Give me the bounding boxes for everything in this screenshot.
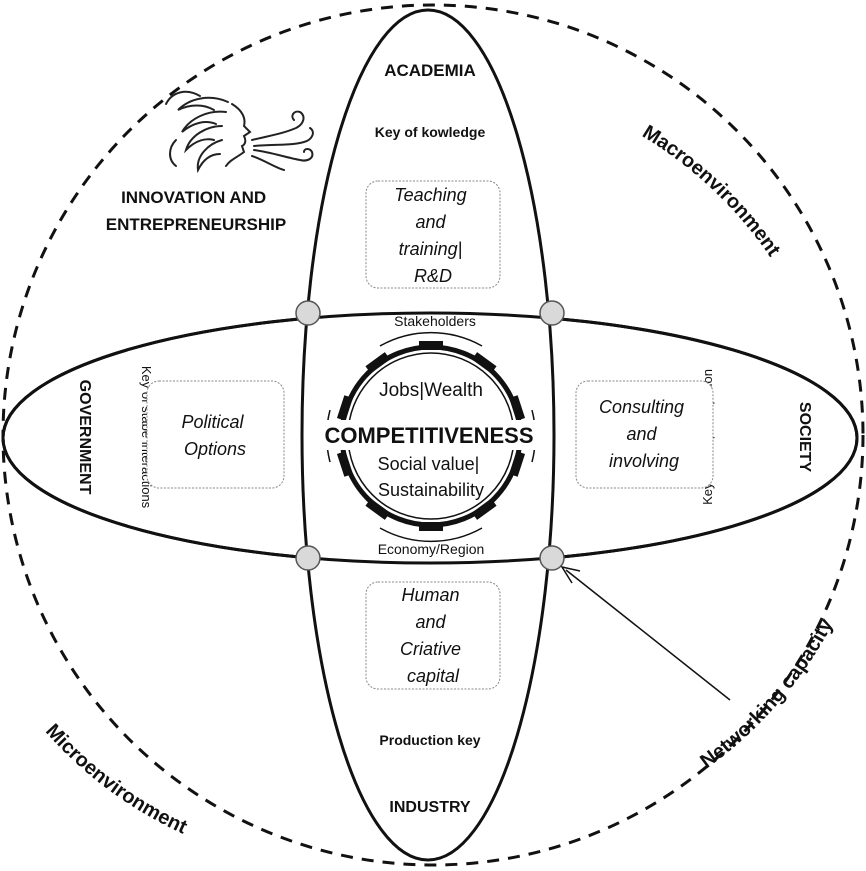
society-box-line-2: and xyxy=(626,424,657,444)
microenvironment-label: Microenvironment xyxy=(41,720,191,839)
society-box-line-1: Consulting xyxy=(599,397,684,417)
wind-face-icon xyxy=(165,90,314,174)
industry-label: INDUSTRY xyxy=(389,799,471,816)
social-value-label: Social value| xyxy=(378,454,480,474)
industry-box-line-3: Criative xyxy=(400,639,461,659)
macroenvironment-label: Macroenvironment xyxy=(639,121,785,261)
industry-key: Production key xyxy=(379,732,480,748)
svg-text:Macroenvironment: Macroenvironment xyxy=(639,121,785,261)
industry-box-line-1: Human xyxy=(401,585,459,605)
government-box-line-1: Political xyxy=(181,412,244,432)
networking-arrowhead xyxy=(560,565,581,584)
node-top-left xyxy=(295,300,321,326)
competitiveness-title: COMPETITIVENESS xyxy=(324,423,533,448)
society-box xyxy=(575,380,714,489)
academia-box-line-3: training| xyxy=(399,239,463,259)
academia-box-line-1: Teaching xyxy=(394,185,466,205)
academia-label: ACADEMIA xyxy=(384,61,476,80)
innovation-line-1: INNOVATION AND xyxy=(121,188,266,207)
networking-arrow xyxy=(565,569,731,701)
jobs-wealth-label: Jobs|Wealth xyxy=(379,380,483,401)
academia-key: Key of kowledge xyxy=(375,124,486,140)
svg-text:Consulting and involvi: Consulting and involving xyxy=(599,397,689,471)
government-label: GOVERNMENT xyxy=(76,380,93,495)
government-box-line-2: Options xyxy=(184,439,246,459)
svg-text:Human and Criative: Human and Criative capital xyxy=(400,585,466,686)
government-box xyxy=(146,380,285,489)
academia-box xyxy=(365,180,501,289)
svg-text:Microenvironment: Microenvironment xyxy=(41,720,191,839)
society-box-line-3: involving xyxy=(609,451,679,471)
node-bottom-left xyxy=(295,545,321,571)
svg-text:Teaching and training|: Teaching and training| R&D xyxy=(394,185,471,286)
svg-text:Networking capacity: Networking capacity xyxy=(696,614,838,773)
svg-text:Social value| Sustainabili: Social value| Sustainability xyxy=(378,454,485,500)
innovation-line-2: ENTREPRENEURSHIP xyxy=(106,215,286,234)
competitiveness-backdrop xyxy=(312,420,550,450)
node-bottom-right xyxy=(539,545,565,571)
industry-box-line-4: capital xyxy=(407,666,460,686)
networking-capacity-label: Networking capacity xyxy=(696,614,838,773)
academia-box-line-2: and xyxy=(415,212,446,232)
svg-text:INNOVATION AND ENTREPRENEU: INNOVATION AND ENTREPRENEURSHIP xyxy=(106,188,286,234)
academia-box-line-4: R&D xyxy=(414,266,452,286)
industry-box xyxy=(365,581,501,690)
node-top-right xyxy=(539,300,565,326)
horizontal-ellipse-outline xyxy=(1,311,859,565)
svg-text:Political Options: Political Options xyxy=(181,412,248,459)
economy-region-label: Economy/Region xyxy=(378,541,485,557)
stakeholders-label: Stakeholders xyxy=(394,313,476,329)
industry-box-line-2: and xyxy=(415,612,446,632)
society-label: SOCIETY xyxy=(796,402,813,473)
sustainability-label: Sustainability xyxy=(378,480,484,500)
